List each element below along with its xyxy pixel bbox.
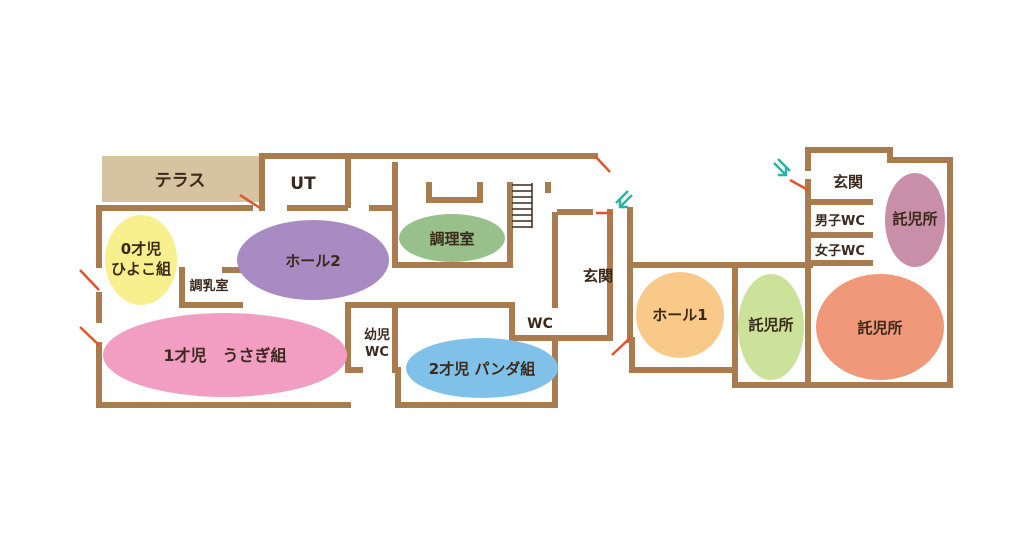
chori-label: 調理室 [429,230,474,248]
female-wc-label: 女子WC [815,243,865,259]
chori-room-blob [399,214,505,262]
hall2-blob [237,220,389,300]
hiyoko-label-line2: ひよこ組 [111,260,171,278]
takuji-mauve-blob [885,173,945,267]
takuji-green-blob [738,274,804,380]
hiyoko-label-line1: 0才児 [121,240,161,258]
wc-label: WC [527,316,553,332]
usagi-room-blob [103,313,347,397]
terrace-label: テラス [155,171,206,191]
doors [79,155,809,356]
male-wc-label: 男子WC [815,214,865,229]
usagi-label: 1才児 うさぎ組 [163,346,286,365]
hall1-label: ホール1 [652,306,707,324]
youji-wc-label-line1: 幼児 [364,327,390,343]
hall2-label: ホール2 [285,252,340,270]
hall1-blob [636,272,724,358]
genkan-annex-label: 玄関 [833,173,863,191]
chonyu-label: 調乳室 [189,278,228,294]
takuji-orange-blob [816,274,944,380]
panda-label: 2才児 パンダ組 [429,360,535,378]
walls-main-building [96,153,633,408]
panda-room-blob [406,338,558,398]
hiyoko-room-blob [105,215,177,305]
terrace-area [102,156,260,202]
walls-annex [629,147,953,388]
youji-wc-label-line2: WC [365,345,389,360]
entrance-arrow-main [615,190,633,209]
takuji-mauve-label: 託児所 [892,210,937,228]
stairs [512,183,533,228]
takuji-green-label: 託児所 [748,316,793,334]
ut-label: UT [290,174,316,194]
takuji-orange-label: 託児所 [857,319,902,337]
entrance-arrow-annex [773,158,791,177]
genkan-main-label: 玄関 [583,267,613,285]
